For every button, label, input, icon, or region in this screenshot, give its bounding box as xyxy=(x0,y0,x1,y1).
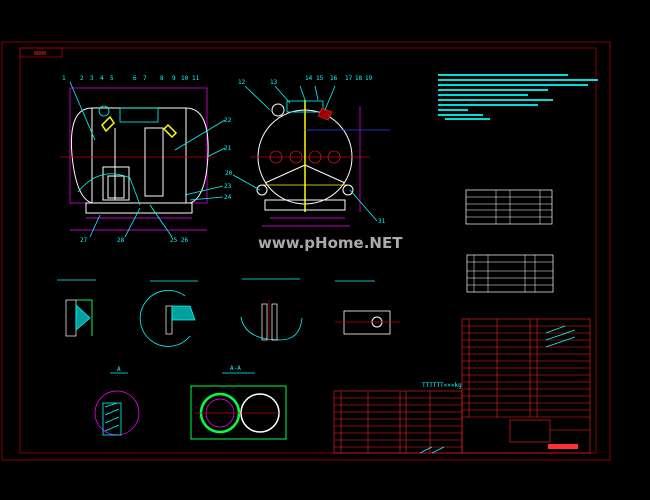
svg-text:A-A: A-A xyxy=(230,365,241,372)
svg-text:14: 14 xyxy=(305,75,313,82)
watermark: www.pHome.NET xyxy=(258,234,403,252)
parts-list xyxy=(333,318,591,454)
svg-text:27: 27 xyxy=(80,237,88,244)
detail-views: A A-A xyxy=(57,278,400,440)
svg-text:19: 19 xyxy=(365,75,373,82)
technical-notes xyxy=(438,74,598,120)
svg-text:9: 9 xyxy=(172,75,176,82)
svg-text:17: 17 xyxy=(345,75,353,82)
stamp-text: 8800 xyxy=(34,51,46,57)
svg-text:28: 28 xyxy=(117,237,125,244)
nozzle-table xyxy=(466,254,554,293)
mass-note: TTTTTT×××kg xyxy=(422,382,462,389)
svg-text:6: 6 xyxy=(133,75,137,82)
svg-text:4: 4 xyxy=(100,75,104,82)
inner-frame xyxy=(19,47,597,454)
side-view: 12 13 14 15 16 17 18 19 20 31 xyxy=(225,75,390,227)
front-view-balloons: 1 2 3 4 5 6 7 8 9 10 11 22 21 23 24 27 2… xyxy=(62,75,232,244)
svg-text:12: 12 xyxy=(238,79,246,86)
side-view-balloons: 12 13 14 15 16 17 18 19 20 31 xyxy=(225,75,386,225)
svg-text:31: 31 xyxy=(378,218,386,225)
svg-text:11: 11 xyxy=(192,75,200,82)
svg-text:A: A xyxy=(117,366,121,373)
design-data-table xyxy=(465,189,553,225)
svg-text:21: 21 xyxy=(224,145,232,152)
front-view: 1 2 3 4 5 6 7 8 9 10 11 22 21 23 24 27 2… xyxy=(60,75,232,244)
svg-text:3: 3 xyxy=(90,75,94,82)
svg-text:18: 18 xyxy=(355,75,363,82)
svg-text:20: 20 xyxy=(225,170,233,177)
svg-text:10: 10 xyxy=(181,75,189,82)
svg-text:22: 22 xyxy=(224,117,232,124)
svg-text:5: 5 xyxy=(110,75,114,82)
svg-text:1: 1 xyxy=(62,75,66,82)
outer-frame xyxy=(1,41,611,461)
manhole-front xyxy=(119,107,159,123)
svg-text:7: 7 xyxy=(143,75,147,82)
svg-text:24: 24 xyxy=(224,194,232,201)
svg-text:2: 2 xyxy=(80,75,84,82)
svg-text:13: 13 xyxy=(270,79,278,86)
svg-text:15: 15 xyxy=(316,75,324,82)
svg-text:8: 8 xyxy=(160,75,164,82)
svg-text:16: 16 xyxy=(330,75,338,82)
svg-text:23: 23 xyxy=(224,183,232,190)
svg-text:25 26: 25 26 xyxy=(170,237,188,244)
stamp-box xyxy=(19,47,63,58)
section-a-a xyxy=(190,385,287,440)
